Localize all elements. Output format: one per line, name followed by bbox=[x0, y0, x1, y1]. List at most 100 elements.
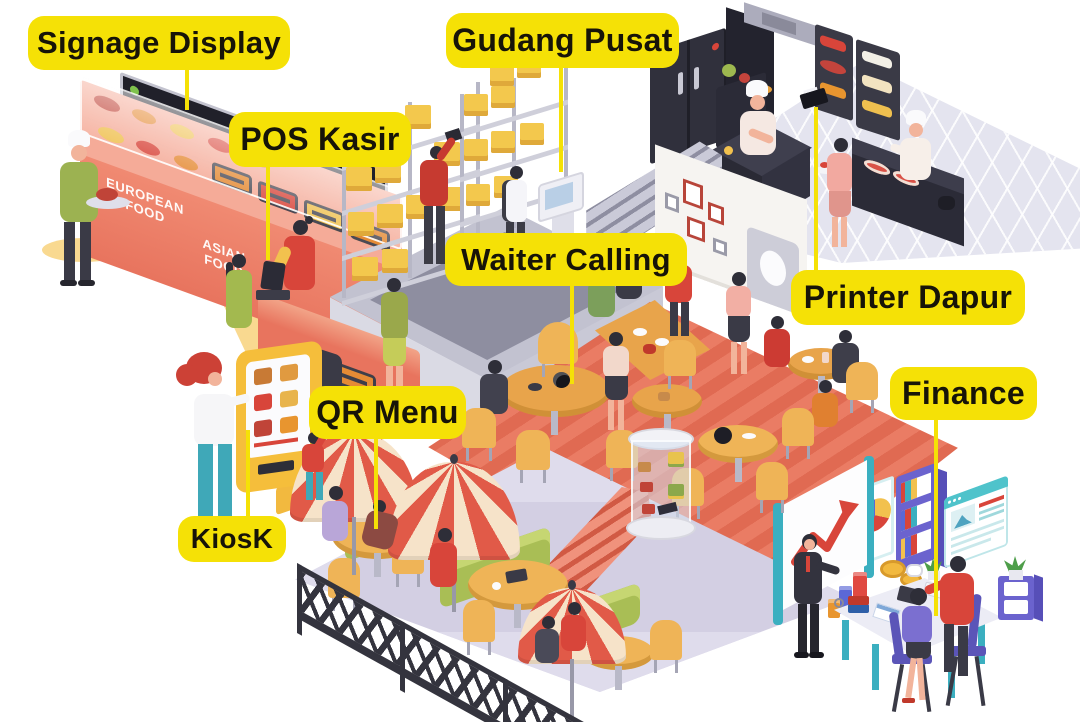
lemon bbox=[724, 146, 733, 155]
food-item bbox=[820, 34, 846, 53]
pos-screen bbox=[260, 260, 286, 292]
serving-tray bbox=[86, 196, 130, 209]
callout-waiter-calling: Waiter Calling bbox=[445, 233, 687, 286]
drink bbox=[822, 352, 829, 363]
cake-item bbox=[638, 462, 651, 472]
browser-board bbox=[944, 475, 1008, 569]
picture-frame bbox=[665, 191, 679, 214]
cake-item bbox=[642, 504, 655, 514]
leg bbox=[841, 217, 847, 247]
body bbox=[430, 543, 457, 587]
leg bbox=[198, 444, 213, 532]
browser-dot bbox=[948, 500, 951, 505]
head bbox=[488, 360, 502, 374]
cooking-pot bbox=[938, 196, 955, 210]
leg bbox=[832, 217, 838, 247]
leg bbox=[944, 624, 954, 672]
printer-paper bbox=[803, 86, 818, 94]
storage-box bbox=[352, 257, 378, 281]
body bbox=[535, 629, 559, 663]
kitchen-wall-shelf bbox=[856, 38, 900, 142]
connector-finance bbox=[934, 418, 938, 616]
chef-hat bbox=[746, 80, 768, 97]
dining-chair bbox=[516, 430, 550, 483]
pointer-ring bbox=[834, 598, 844, 608]
storage-box bbox=[348, 212, 374, 236]
fence-post bbox=[297, 563, 302, 636]
head bbox=[910, 588, 927, 605]
picture-frame bbox=[713, 237, 727, 257]
leg bbox=[316, 472, 323, 500]
leg bbox=[618, 400, 624, 430]
leg bbox=[80, 222, 91, 282]
coin bbox=[880, 560, 906, 578]
shoe bbox=[809, 652, 824, 658]
kitchen-wall-shelf bbox=[815, 23, 853, 122]
head bbox=[387, 278, 401, 292]
callout-kiosk: KiosK bbox=[178, 516, 286, 562]
shoe bbox=[78, 280, 95, 286]
shoe bbox=[60, 280, 77, 286]
menu-item bbox=[254, 418, 272, 438]
body bbox=[322, 501, 348, 541]
terrace-chair bbox=[650, 620, 682, 673]
leg bbox=[386, 366, 393, 392]
leg bbox=[731, 342, 737, 374]
body bbox=[827, 153, 852, 193]
head bbox=[839, 330, 852, 343]
callout-pos-kasir: POS Kasir bbox=[229, 112, 411, 167]
fridge-handle bbox=[694, 66, 699, 91]
leg bbox=[810, 604, 819, 654]
browser-dot bbox=[953, 498, 956, 503]
food-item bbox=[96, 188, 118, 201]
head bbox=[329, 486, 343, 500]
callout-finance: Finance bbox=[890, 367, 1037, 420]
storage-box bbox=[520, 123, 544, 145]
dining-chair bbox=[462, 408, 496, 461]
kettle bbox=[714, 427, 732, 444]
picture-frame bbox=[683, 178, 703, 210]
tie bbox=[806, 556, 810, 572]
warehouse-rack bbox=[460, 56, 570, 246]
menu-line bbox=[254, 437, 298, 448]
head bbox=[609, 332, 623, 346]
spoon bbox=[742, 433, 756, 439]
storage-box bbox=[490, 64, 514, 86]
fence-post bbox=[503, 677, 508, 722]
menu-item bbox=[254, 366, 272, 386]
dish bbox=[802, 356, 814, 363]
rack-post bbox=[512, 78, 516, 228]
dining-chair bbox=[664, 340, 696, 389]
leg bbox=[218, 444, 232, 526]
body bbox=[381, 292, 408, 340]
heel bbox=[902, 698, 915, 703]
face bbox=[804, 539, 815, 550]
skirt bbox=[728, 316, 750, 342]
dish bbox=[655, 338, 669, 346]
leg bbox=[306, 472, 313, 500]
desk-leg bbox=[872, 644, 879, 690]
body bbox=[480, 374, 508, 414]
connector-pos-kasir bbox=[266, 165, 270, 260]
file-cabinet bbox=[998, 576, 1034, 620]
storage-box bbox=[346, 167, 372, 191]
storage-box bbox=[491, 86, 515, 108]
rack-post bbox=[564, 62, 568, 212]
leg bbox=[396, 366, 403, 392]
food-item bbox=[862, 49, 892, 70]
head bbox=[542, 616, 555, 629]
chef-hat bbox=[68, 130, 90, 147]
storage-box bbox=[466, 184, 490, 206]
head bbox=[71, 145, 87, 161]
desk-leg bbox=[842, 620, 849, 660]
leg bbox=[64, 222, 75, 282]
storage-box bbox=[382, 249, 408, 273]
storage-box bbox=[464, 139, 488, 161]
storage-box bbox=[377, 204, 403, 228]
head bbox=[438, 528, 452, 542]
head bbox=[834, 138, 848, 152]
body bbox=[812, 393, 838, 427]
head bbox=[568, 602, 581, 615]
menu-item bbox=[280, 415, 298, 434]
